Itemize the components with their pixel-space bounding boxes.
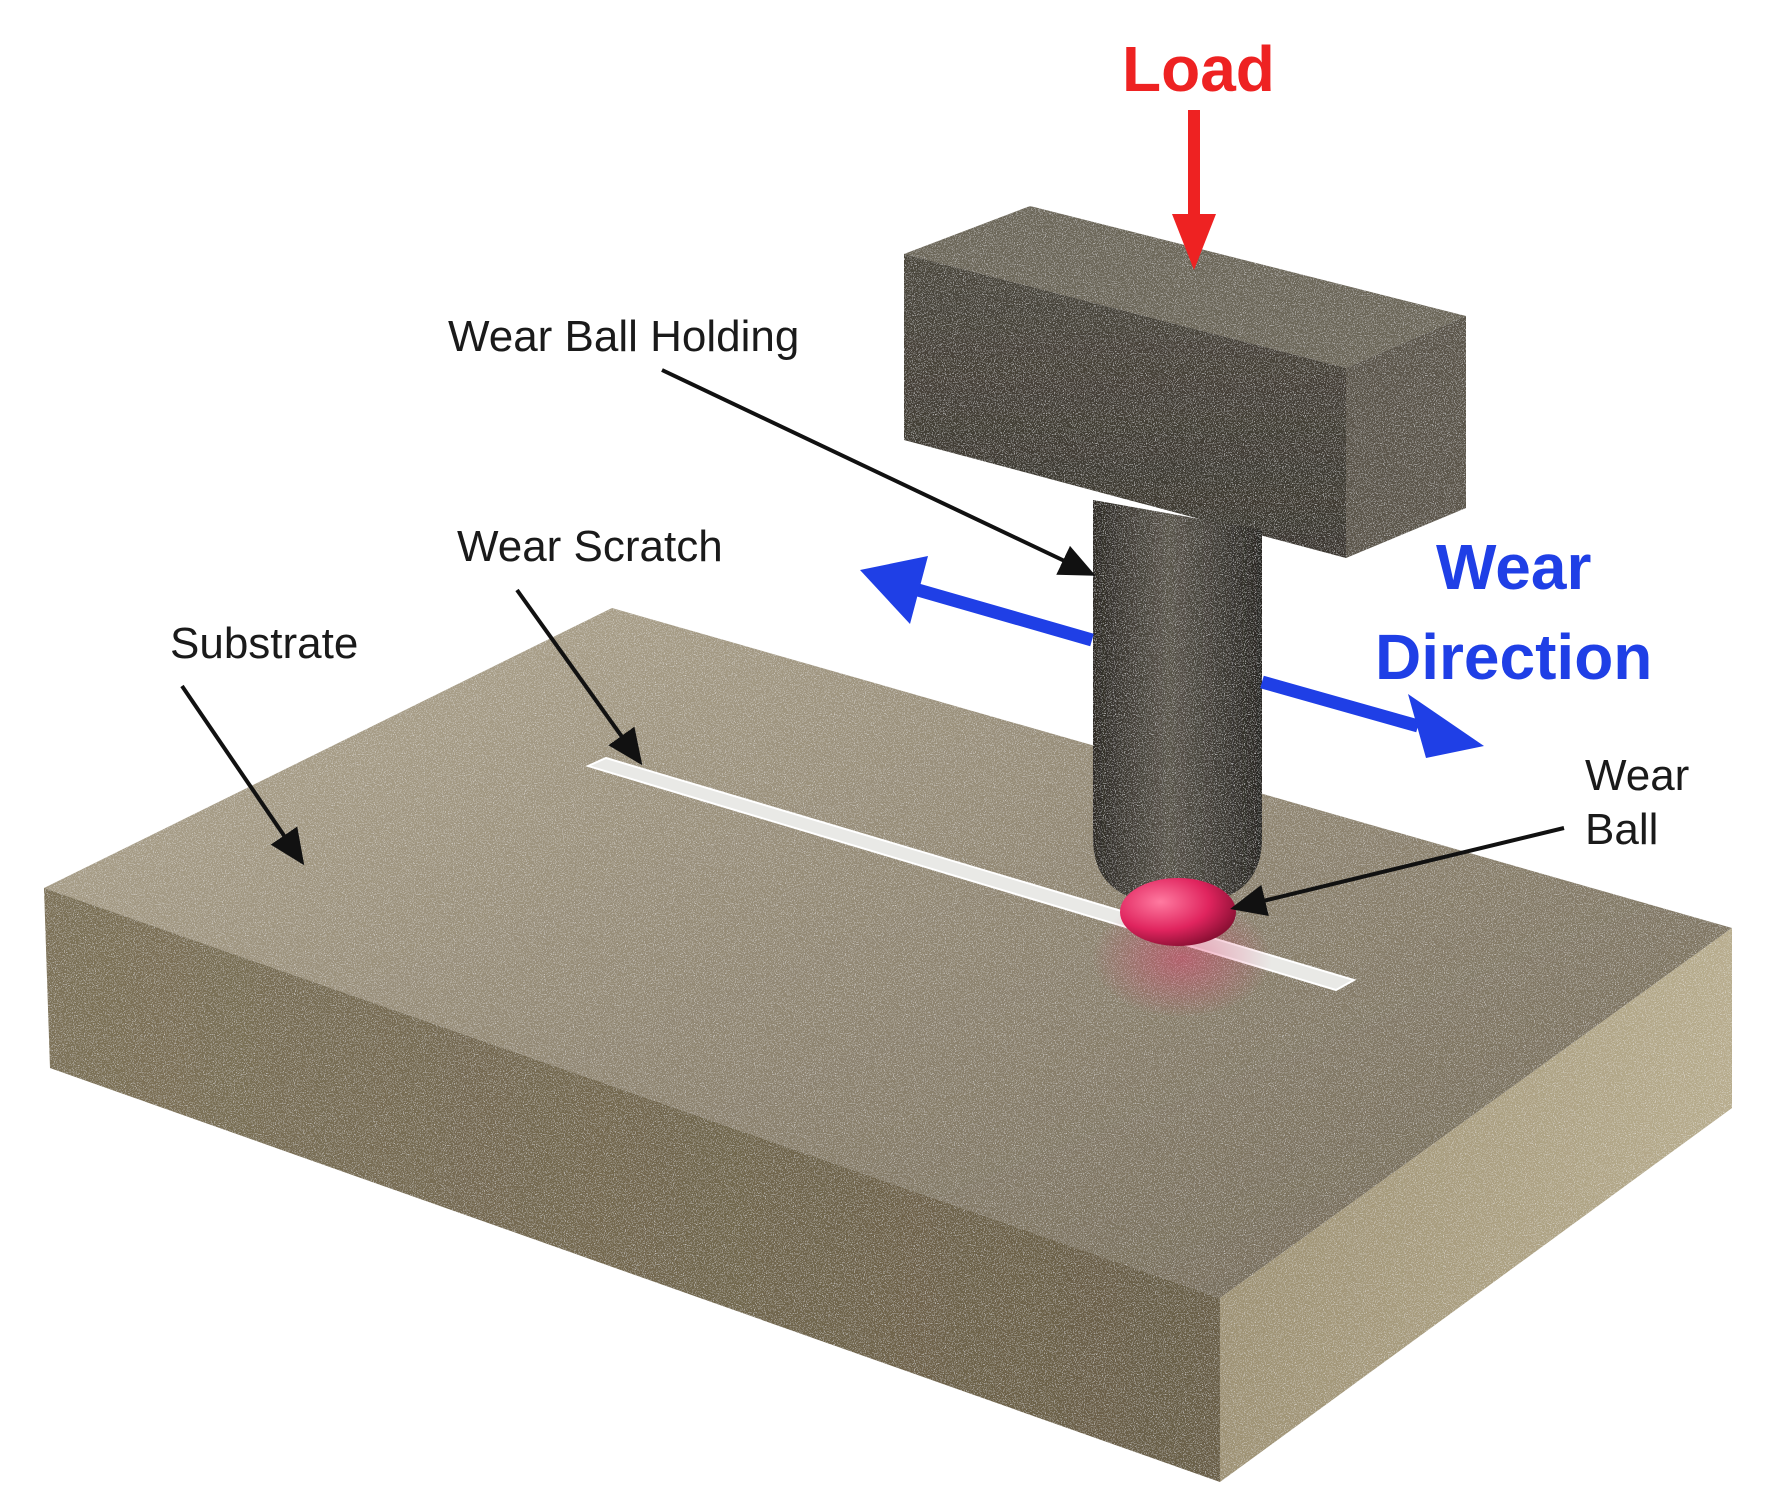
holder-side-face <box>1346 316 1466 558</box>
load-label: Load <box>1122 33 1275 105</box>
direction-arrowhead-right <box>1408 694 1484 758</box>
load-arrow <box>1172 110 1216 270</box>
holder-front-face <box>904 254 1346 558</box>
holder-top-face <box>904 206 1466 368</box>
wear-ball-holding-label: Wear Ball Holding <box>448 312 800 361</box>
holder-shaft <box>1093 500 1262 905</box>
wear-direction-line-2: Direction <box>1375 621 1653 693</box>
substrate-label: Substrate <box>170 619 359 668</box>
wear-ball <box>1120 878 1236 946</box>
wear-direction-label: Wear Direction <box>1375 522 1652 702</box>
wear-direction-line-1: Wear <box>1436 531 1592 603</box>
holding-leader <box>661 368 1096 576</box>
wear-ball-line-1: Wear <box>1585 751 1690 800</box>
substrate-side-face <box>1220 928 1732 1482</box>
substrate-top-face <box>44 608 1732 1298</box>
scratch-leader <box>515 588 643 766</box>
wear-ball-line-2: Ball <box>1585 805 1659 854</box>
wear-direction-arrows <box>860 556 1484 758</box>
substrate-block <box>44 608 1732 1482</box>
substrate-leader <box>180 684 305 866</box>
leader-lines <box>180 368 1565 917</box>
wear-ball-holder <box>904 206 1466 946</box>
direction-arrowhead-left <box>860 556 928 624</box>
substrate-front-face <box>44 888 1220 1482</box>
ball-leader <box>1230 826 1565 917</box>
wear-scratch-label: Wear Scratch <box>457 522 723 571</box>
wear-ball-label: Wear Ball <box>1585 749 1689 857</box>
